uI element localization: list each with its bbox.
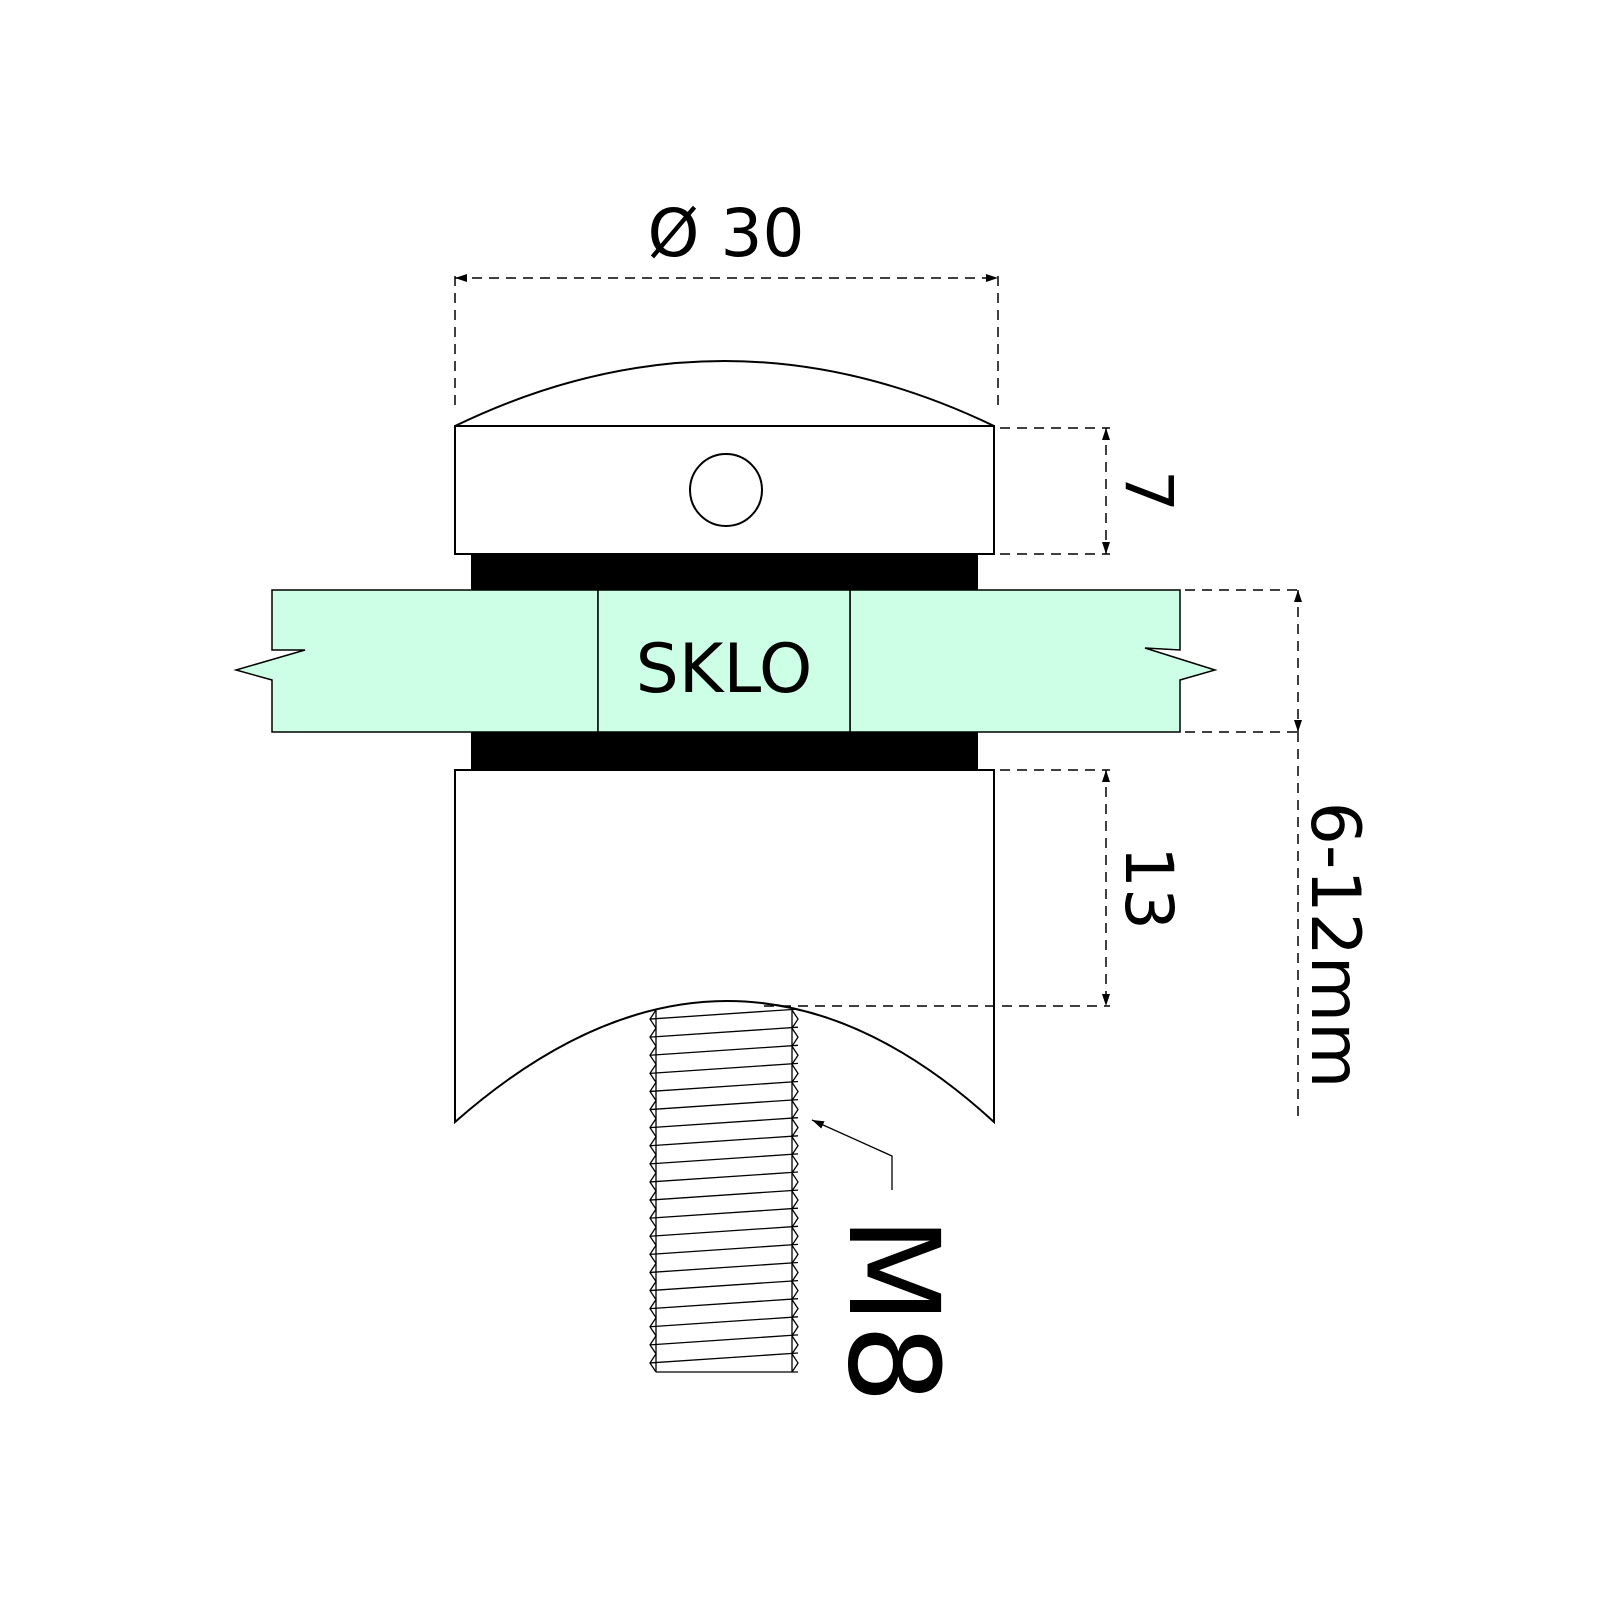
- thread-callout: M8: [811, 1119, 965, 1404]
- glass-thickness-dimension: 6-12mm: [1185, 589, 1374, 1118]
- glass-thickness-label: 6-12mm: [1295, 802, 1374, 1089]
- glass-right-part: [849, 589, 1218, 733]
- thread-crest-line: [649, 1352, 799, 1364]
- glass-left-part: [233, 589, 599, 733]
- body-height-label: 13: [1110, 846, 1187, 930]
- threaded-rod: [649, 1008, 799, 1373]
- thread-crest-line: [649, 1026, 799, 1038]
- lower-gasket: [471, 732, 978, 770]
- thread-crest-line: [649, 1117, 799, 1129]
- thread-crest-line: [649, 1171, 799, 1183]
- thread-crest-line: [649, 1008, 799, 1020]
- thread-crest-line: [649, 1189, 799, 1201]
- diameter-label: Ø 30: [648, 195, 805, 272]
- thread-crest-line: [649, 1080, 799, 1093]
- top-cap: [454, 360, 995, 555]
- thread-profile-left: [649, 1009, 657, 1373]
- thread-crest-line: [649, 1135, 799, 1147]
- thread-label: M8: [820, 1216, 965, 1403]
- set-screw-hole: [689, 453, 763, 527]
- cap-dome: [454, 360, 995, 427]
- thread-crest-line: [649, 1225, 799, 1237]
- lower-body: [454, 769, 995, 1125]
- cap-height-label: 7: [1110, 470, 1187, 512]
- thread-crest-line: [649, 1207, 799, 1219]
- thread-crests: [649, 1008, 799, 1364]
- thread-crest-line: [649, 1044, 799, 1056]
- thread-crest-line: [649, 1316, 799, 1328]
- thread-crest-line: [649, 1098, 799, 1111]
- thread-crest-line: [649, 1298, 799, 1310]
- thread-crest-line: [649, 1062, 799, 1074]
- thread-leader: [811, 1119, 893, 1190]
- cap-height-dimension: 7: [1000, 427, 1187, 555]
- body-height-dimension: 13: [764, 769, 1187, 1007]
- upper-gasket: [471, 554, 978, 590]
- thread-crest-line: [649, 1334, 799, 1346]
- thread-crest-line: [649, 1261, 799, 1274]
- diameter-dimension: Ø 30: [454, 195, 999, 408]
- cap-body: [454, 425, 995, 555]
- thread-crest-line: [649, 1279, 799, 1292]
- glass-center-part: [597, 589, 851, 733]
- glass-label: SKLO: [636, 630, 813, 709]
- thread-crest-line: [649, 1243, 799, 1255]
- glass-pane: SKLO: [233, 589, 1218, 733]
- thread-crest-line: [649, 1153, 799, 1165]
